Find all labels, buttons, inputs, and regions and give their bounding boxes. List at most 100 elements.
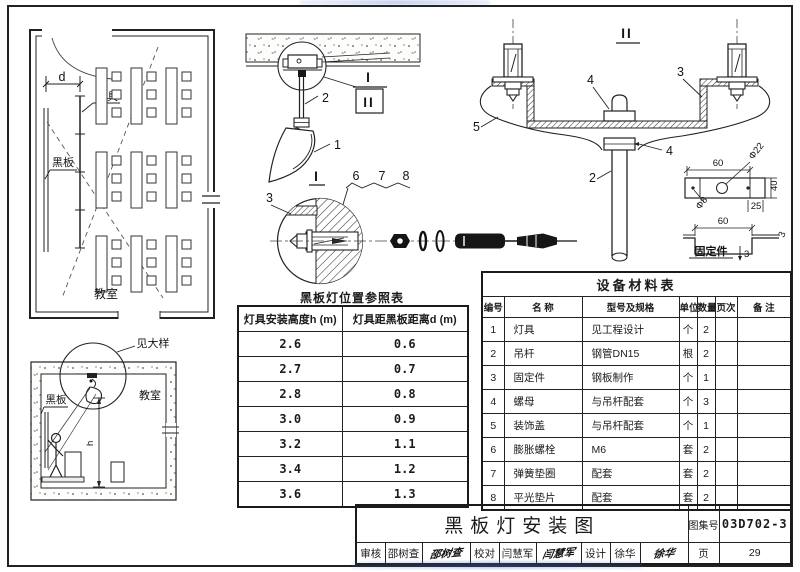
design-name: 徐华 bbox=[609, 542, 641, 565]
table-cell: 螺母 bbox=[503, 389, 583, 414]
callout-upper-label: I bbox=[366, 70, 372, 85]
header-cell: 单位 bbox=[678, 296, 698, 318]
thickness-label-bottom: 3 bbox=[744, 249, 749, 260]
header-cell: 数量 bbox=[696, 296, 716, 318]
decor-cover-left bbox=[479, 85, 603, 151]
table-cell bbox=[714, 365, 738, 390]
header-cell: 备 注 bbox=[736, 296, 792, 318]
dim60-top-label: 60 bbox=[713, 158, 724, 169]
table-cell: 吊杆 bbox=[503, 341, 583, 366]
elevation-classroom-label: 教室 bbox=[139, 388, 161, 402]
platform bbox=[41, 476, 85, 483]
header-cell: 编号 bbox=[481, 296, 505, 318]
table-cell: 固定件 bbox=[503, 365, 583, 390]
table-cell: 2 bbox=[696, 461, 716, 486]
part6-label: 6 bbox=[353, 169, 360, 183]
decor-cover-right bbox=[637, 85, 771, 151]
table-cell: 个 bbox=[678, 389, 698, 414]
print-artifact-top bbox=[300, 0, 490, 5]
fixture-line-plan bbox=[75, 95, 85, 249]
title-block-top-row: 黑板灯安装图 图集号 03D702-3 bbox=[355, 504, 792, 543]
header-cell: 页次 bbox=[714, 296, 738, 318]
design-signature: 徐华 bbox=[637, 540, 691, 567]
blackboard-label: 黑板 bbox=[52, 155, 74, 169]
table-cell: 6 bbox=[481, 437, 505, 462]
table-cell: 2 bbox=[696, 341, 716, 366]
dimension-d bbox=[42, 76, 84, 92]
callout-box bbox=[355, 88, 384, 114]
dim60-bottom-label: 60 bbox=[718, 216, 729, 227]
table-cell: 7 bbox=[481, 461, 505, 486]
table-cell: 1 bbox=[481, 317, 505, 342]
part3-label-ii: 3 bbox=[677, 65, 684, 79]
lamp-shade bbox=[268, 127, 316, 183]
table-cell: 3.4 bbox=[237, 456, 343, 482]
proof-label: 校对 bbox=[469, 542, 500, 565]
part4-bottom-label: 4 bbox=[666, 144, 673, 158]
part2-label: 2 bbox=[322, 91, 329, 105]
table-cell: 0.9 bbox=[341, 406, 469, 432]
table-cell: 1 bbox=[696, 413, 716, 438]
table-cell: 1.1 bbox=[341, 431, 469, 457]
dim-60-bottom bbox=[691, 224, 756, 236]
table-cell: 2.8 bbox=[237, 381, 343, 407]
door-opening bbox=[42, 27, 112, 39]
dim-h-label: h bbox=[85, 441, 96, 446]
table-header-row: 编号 名 称 型号及规格 单位 数量 页次 备 注 bbox=[481, 296, 792, 318]
header-cell: 型号及规格 bbox=[581, 296, 680, 318]
flat-washer bbox=[435, 230, 445, 252]
proof-name: 闫慧军 bbox=[498, 542, 537, 565]
section-I-title: I bbox=[314, 169, 320, 184]
table-cell bbox=[714, 389, 738, 414]
table-cell: 2 bbox=[696, 437, 716, 462]
view-II: II bbox=[473, 18, 771, 262]
position-table-title: 黑板灯位置参照表 bbox=[299, 291, 404, 305]
table-cell bbox=[714, 437, 738, 462]
part1-label: 1 bbox=[334, 138, 341, 152]
atlas-no-label: 图集号 bbox=[687, 504, 720, 543]
table-cell: 2.7 bbox=[237, 356, 343, 382]
review-label: 审核 bbox=[355, 542, 386, 565]
suspension-rod bbox=[293, 77, 310, 128]
table-cell bbox=[736, 341, 792, 366]
atlas-no-value: 03D702-3 bbox=[718, 504, 792, 543]
table-cell: 钢板制作 bbox=[581, 365, 680, 390]
dim40-label: 40 bbox=[769, 180, 780, 191]
table-cell: 1.2 bbox=[341, 456, 469, 482]
table-cell: 套 bbox=[678, 461, 698, 486]
table-cell: 3.6 bbox=[237, 481, 343, 508]
table-cell bbox=[714, 413, 738, 438]
drawing-title: 黑板灯安装图 bbox=[355, 504, 689, 543]
table-cell bbox=[736, 365, 792, 390]
hole-phi8-left bbox=[691, 186, 695, 190]
detail-circle-I: 6 7 8 3 bbox=[266, 169, 578, 285]
table-cell bbox=[736, 437, 792, 462]
fixing-angle-plate bbox=[277, 205, 318, 216]
part7-label: 7 bbox=[379, 169, 386, 183]
print-artifact-bottom bbox=[352, 561, 642, 569]
table-cell bbox=[736, 413, 792, 438]
header-cell: 名 称 bbox=[503, 296, 583, 318]
table-cell: 装饰盖 bbox=[503, 413, 583, 438]
table-cell: 2 bbox=[696, 317, 716, 342]
table-cell: 个 bbox=[678, 365, 698, 390]
classroom-label: 教室 bbox=[94, 286, 118, 301]
table-cell: 0.8 bbox=[341, 381, 469, 407]
table-cell: 5 bbox=[481, 413, 505, 438]
table-cell: 2.6 bbox=[237, 331, 343, 357]
part3-label: 3 bbox=[266, 191, 273, 205]
table-cell: 与吊杆配套 bbox=[581, 413, 680, 438]
anchor-wedge bbox=[517, 233, 557, 249]
